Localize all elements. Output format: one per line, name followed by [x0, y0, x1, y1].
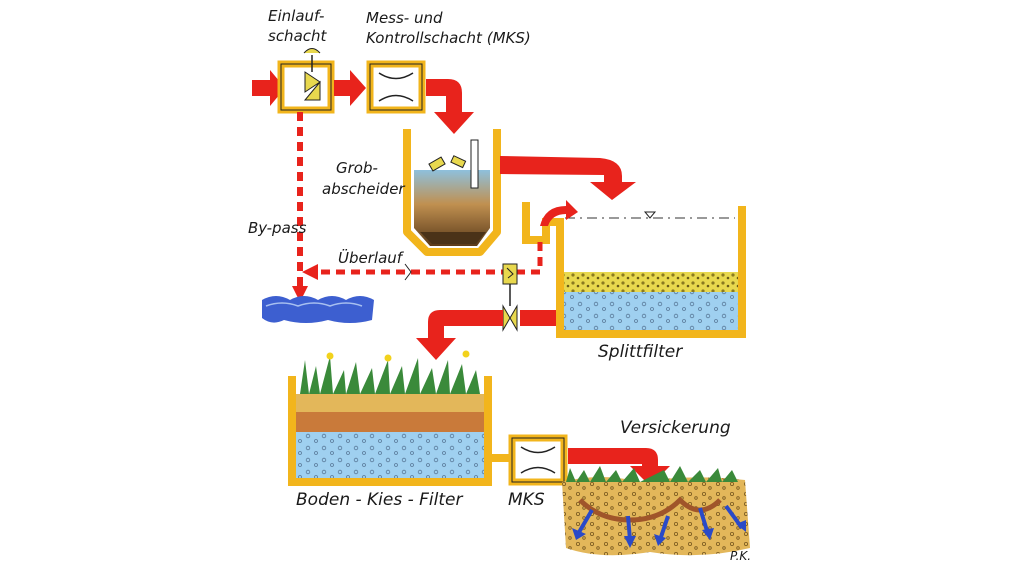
versickerung-ground — [562, 466, 750, 556]
ueberlauf-label: Überlauf — [338, 249, 403, 267]
splittfilter-label: Splittfilter — [598, 342, 683, 362]
einlaufschacht-box — [277, 48, 335, 114]
connector-bodenfilter-to-mks — [490, 454, 512, 462]
outlet-valve — [502, 263, 518, 332]
flow-arrow-mks-to-versickerung — [568, 448, 670, 486]
boden-kies-filter-tank — [288, 350, 492, 486]
einlaufschacht-label-line2: schacht — [268, 27, 327, 45]
einlaufschacht-label-line1: Einlauf- — [268, 7, 325, 25]
flow-arrow-splittfilter-to-bodenfilter — [416, 310, 556, 360]
flow-arrow-einlauf-to-mks — [334, 70, 366, 106]
mks-bottom-box — [508, 434, 568, 486]
boden-kies-filter-label: Boden - Kies - Filter — [296, 490, 463, 510]
mks-bottom-label: MKS — [508, 490, 545, 510]
flow-arrow-mks-to-grobabscheider — [426, 79, 474, 134]
grobabscheider-label-line1: Grob- — [336, 159, 378, 177]
ueberlauf-dashed-line — [302, 242, 543, 281]
signature-label: P.K. — [730, 549, 752, 563]
bypass-label: By-pass — [248, 219, 307, 237]
grobabscheider-tank — [403, 129, 501, 256]
inlet-flow-arrow — [252, 70, 285, 106]
splittfilter-tank — [522, 200, 746, 338]
versickerung-label: Versickerung — [620, 418, 731, 438]
grobabscheider-label-line2: abscheider — [322, 180, 405, 198]
bypass-dashed-line — [292, 112, 308, 302]
mks-top-box — [366, 60, 426, 114]
mks-top-label-line1: Mess- und — [366, 9, 443, 27]
surface-water — [262, 296, 374, 323]
flow-arrow-grob-to-splittfilter — [500, 156, 636, 200]
mks-top-label-line2: Kontrollschacht (MKS) — [366, 29, 531, 47]
